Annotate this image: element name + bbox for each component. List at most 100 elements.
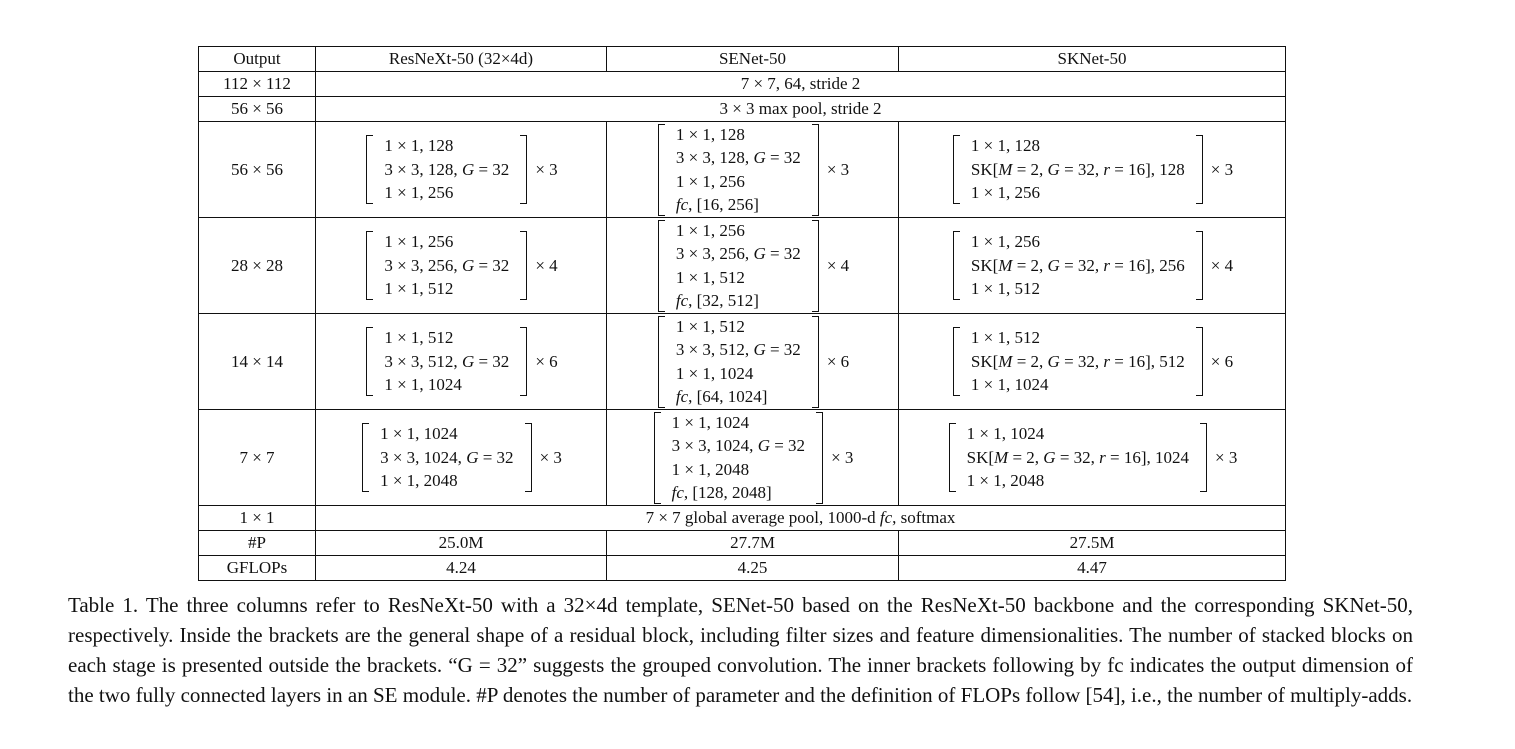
- block-layer-line: 1 × 1, 2048: [380, 471, 458, 491]
- output-size-cell: 7 × 7: [198, 409, 316, 506]
- block-layer-line: 1 × 1, 1024: [970, 375, 1049, 395]
- params-resnext-cell: 25.0M: [315, 530, 607, 556]
- block-layer-line: 3 × 3, 128, G = 32: [384, 159, 510, 179]
- block-layer-line: 1 × 1, 128: [675, 124, 745, 144]
- block-layer-line: 1 × 1, 256: [675, 171, 745, 191]
- block-layer-line: 1 × 1, 2048: [671, 459, 750, 479]
- block-layer-line: 3 × 3, 512, G = 32: [675, 340, 801, 359]
- block-layer-line: fc, [128, 2048]: [671, 483, 772, 502]
- flops-sknet-cell: 4.47: [898, 555, 1286, 581]
- block-layer-line: 1 × 1, 512: [384, 328, 454, 348]
- block-bracket: 1 × 1, 1024 3 × 3, 1024, G = 32 1 × 1, 204…: [652, 411, 825, 505]
- head-spec-cell: 7 × 7 global average pool, 1000-d fc, so…: [315, 505, 1286, 531]
- block-wrapper: 1 × 1, 1024 3 × 3, 1024, G = 32 1 × 1, 204…: [607, 411, 898, 505]
- output-size-cell: 14 × 14: [198, 313, 316, 410]
- block-layer-line: 1 × 1, 256: [384, 232, 454, 252]
- block-layer-line: 1 × 1, 512: [970, 279, 1040, 299]
- block-layer-line: 1 × 1, 256: [970, 232, 1040, 252]
- header-resnext: ResNeXt-50 (32×4d): [315, 46, 607, 72]
- block-repeat-count: × 3: [1215, 447, 1238, 467]
- block-layer-line: 3 × 3, 256, G = 32: [675, 244, 801, 263]
- block-repeat-count: × 3: [539, 447, 562, 467]
- output-size-cell: 1 × 1: [198, 505, 316, 531]
- output-size-cell: 56 × 56: [198, 96, 316, 122]
- header-output: Output: [198, 46, 316, 72]
- pool1-spec-cell: 3 × 3 max pool, stride 2: [315, 96, 1286, 122]
- table-row-conv1: 112 × 112 7 × 7, 64, stride 2: [198, 71, 1286, 97]
- block-layer-line: 3 × 3, 1024, G = 32: [671, 436, 806, 455]
- table-header-row: Output ResNeXt-50 (32×4d) SENet-50 SKNet…: [198, 46, 1286, 72]
- block-bracket: 1 × 1, 512 3 × 3, 512, G = 32 1 × 1, 1024 f…: [656, 315, 821, 409]
- block-layer-line: 1 × 1, 512: [970, 328, 1040, 348]
- block-layer-line: 1 × 1, 256: [675, 220, 745, 240]
- senet-block-cell: 1 × 1, 512 3 × 3, 512, G = 32 1 × 1, 1024 f…: [606, 313, 899, 410]
- head-spec-text: 7 × 7 global average pool, 1000-d fc, so…: [645, 508, 956, 528]
- header-sknet: SKNet-50: [898, 46, 1286, 72]
- flops-senet-cell: 4.25: [606, 555, 899, 581]
- block-layer-line: 1 × 1, 256: [970, 183, 1040, 203]
- block-wrapper: 1 × 1, 512 3 × 3, 512, G = 32 1 × 1, 1024 f…: [607, 315, 898, 409]
- flops-label-cell: GFLOPs: [198, 555, 316, 581]
- table-row-stage: 7 × 7 1 × 1, 1024 3 × 3, 1024, G = 32 1 × 1…: [198, 409, 1286, 506]
- flops-resnext-cell: 4.24: [315, 555, 607, 581]
- block-layer-line: 3 × 3, 512, G = 32: [384, 351, 510, 371]
- output-size-cell: 112 × 112: [198, 71, 316, 97]
- table-row-params: #P 25.0M 27.7M 27.5M: [198, 530, 1286, 556]
- block-repeat-count: × 3: [535, 159, 558, 179]
- block-layer-line: 1 × 1, 2048: [966, 471, 1045, 491]
- table-row-flops: GFLOPs 4.24 4.25 4.47: [198, 555, 1286, 581]
- block-repeat-count: × 6: [826, 351, 850, 371]
- block-layer-line: fc, [16, 256]: [675, 195, 759, 214]
- senet-block-cell: 1 × 1, 1024 3 × 3, 1024, G = 32 1 × 1, 204…: [606, 409, 899, 506]
- block-layer-line: 1 × 1, 1024: [675, 363, 754, 383]
- architecture-table: Output ResNeXt-50 (32×4d) SENet-50 SKNet…: [198, 46, 1286, 581]
- output-size-cell: 56 × 56: [198, 121, 316, 218]
- block-layer-line: 1 × 1, 1024: [671, 412, 750, 432]
- output-size-cell: 28 × 28: [198, 217, 316, 314]
- block-repeat-count: × 4: [826, 255, 850, 275]
- block-repeat-count: × 3: [1210, 159, 1234, 179]
- block-layer-line: 1 × 1, 512: [675, 316, 745, 336]
- params-label-cell: #P: [198, 530, 316, 556]
- table-caption: Table 1. The three columns refer to ResN…: [68, 593, 1413, 707]
- params-senet-cell: 27.7M: [606, 530, 899, 556]
- header-senet: SENet-50: [606, 46, 899, 72]
- block-layer-line: 1 × 1, 128: [970, 136, 1040, 156]
- params-sknet-cell: 27.5M: [898, 530, 1286, 556]
- block-layer-line: 1 × 1, 256: [384, 183, 454, 203]
- block-layer-line: 1 × 1, 1024: [966, 424, 1045, 444]
- block-layer-line: fc, [32, 512]: [675, 291, 759, 310]
- block-layer-line: SK[M = 2, G = 32, r = 16], 1024: [966, 447, 1190, 467]
- block-repeat-count: × 3: [831, 447, 854, 467]
- table-row-pool1: 56 × 56 3 × 3 max pool, stride 2: [198, 96, 1286, 122]
- table-row-head: 1 × 1 7 × 7 global average pool, 1000-d …: [198, 505, 1286, 531]
- block-layer-line: fc, [64, 1024]: [675, 387, 768, 406]
